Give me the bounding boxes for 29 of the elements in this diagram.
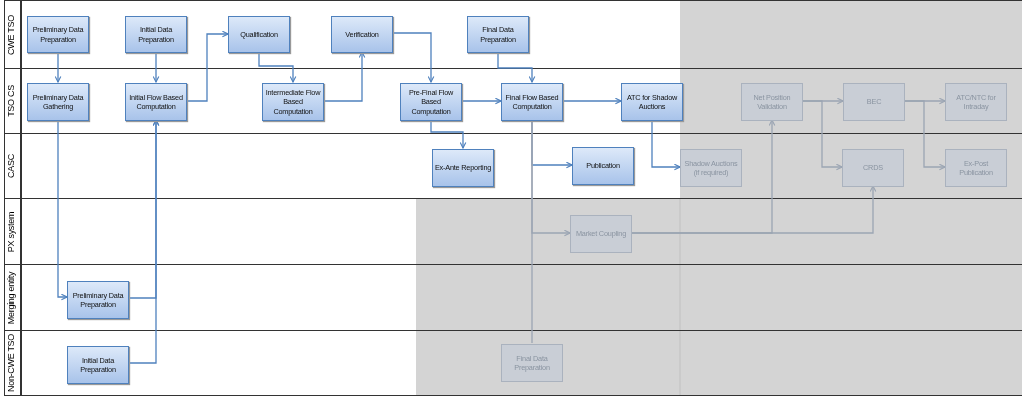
swimlane <box>4 68 1022 133</box>
lane-label: TSO CS <box>6 85 16 117</box>
arrow <box>54 51 62 83</box>
arrow <box>258 51 297 83</box>
swimlane <box>4 0 1022 68</box>
arrow <box>631 185 877 234</box>
lane-label: Merging entity <box>6 271 16 324</box>
arrow <box>57 119 68 301</box>
arrow <box>128 119 160 364</box>
swimlane <box>4 133 1022 198</box>
lane-label: PX system <box>6 211 16 252</box>
arrow <box>802 100 843 171</box>
arrow <box>323 51 366 102</box>
lane-label: CASC <box>6 154 16 178</box>
arrow <box>461 97 502 105</box>
arrow <box>651 119 681 171</box>
swimlane <box>4 330 1022 396</box>
arrow <box>186 30 229 102</box>
arrow <box>497 51 536 83</box>
swimlane <box>4 264 1022 330</box>
arrow <box>904 100 946 171</box>
arrow <box>392 32 435 83</box>
arrow <box>562 97 622 105</box>
swimlane <box>4 198 1022 264</box>
lane-label: Non-CWE TSO <box>6 334 16 392</box>
lane-label: CWE TSO <box>6 14 16 55</box>
arrow <box>430 119 467 149</box>
arrow <box>152 51 160 83</box>
connector-line <box>531 119 533 344</box>
